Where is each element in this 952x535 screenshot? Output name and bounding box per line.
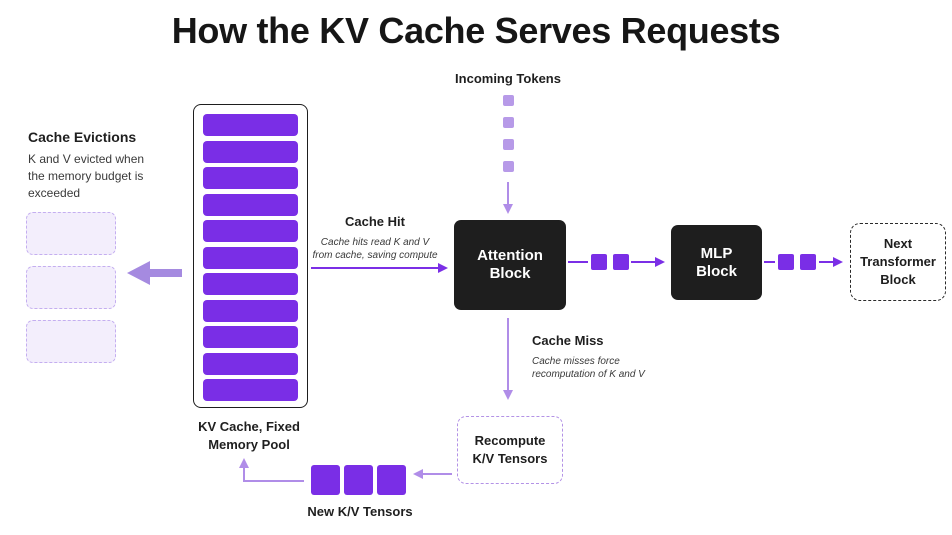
kv-cache-pool-label: KV Cache, Fixed Memory Pool xyxy=(178,418,320,454)
eviction-arrow xyxy=(127,261,182,285)
cache-slot xyxy=(203,273,298,295)
recompute-line: Recompute xyxy=(474,433,546,448)
attention-block-line: Attention xyxy=(477,247,543,264)
cache-slot xyxy=(203,247,298,269)
attention-block: Attention Block xyxy=(454,220,566,310)
next-transformer-block: Next Transformer Block xyxy=(850,223,946,301)
next-block-line: Transformer xyxy=(860,254,936,269)
incoming-token xyxy=(503,139,514,150)
cache-slot xyxy=(203,300,298,322)
cache-evictions-title: Cache Evictions xyxy=(28,129,137,145)
new-kv-tensor xyxy=(311,465,340,495)
token-square xyxy=(591,254,607,270)
eviction-desc-line: K and V evicted when xyxy=(28,152,145,166)
incoming-token xyxy=(503,161,514,172)
cache-hit-note-line: from cache, saving compute xyxy=(312,250,438,261)
cache-slot xyxy=(203,353,298,375)
incoming-tokens-label: Incoming Tokens xyxy=(455,71,561,86)
attention-block-line: Block xyxy=(489,265,531,282)
evicted-slot xyxy=(26,320,116,363)
cache-slot xyxy=(203,220,298,242)
page-title: How the KV Cache Serves Requests xyxy=(171,10,781,51)
mlp-block-line: Block xyxy=(696,262,737,280)
cache-miss-note-line: recomputation of K and V xyxy=(532,369,645,380)
next-block-line: Block xyxy=(880,272,916,287)
cache-slot xyxy=(203,379,298,401)
incoming-token xyxy=(503,95,514,106)
new-kv-tensor xyxy=(344,465,373,495)
token-square xyxy=(800,254,816,270)
new-kv-tensor xyxy=(377,465,406,495)
eviction-desc-line: exceeded xyxy=(28,186,81,200)
cache-slot xyxy=(203,167,298,189)
pool-label-line: Memory Pool xyxy=(208,437,290,452)
incoming-token xyxy=(503,117,514,128)
cache-miss-note-line: Cache misses force xyxy=(532,356,620,367)
cache-slot xyxy=(203,326,298,348)
new-kv-tensors-label: New K/V Tensors xyxy=(307,504,413,519)
next-block-line: Next xyxy=(883,236,913,251)
recompute-line: K/V Tensors xyxy=(472,451,548,466)
pool-label-line: KV Cache, Fixed xyxy=(198,419,300,434)
recompute-kv-box: Recompute K/V Tensors xyxy=(457,416,563,484)
newkv-to-pool-arrow xyxy=(239,458,304,482)
cache-miss-note: Cache misses force recomputation of K an… xyxy=(532,355,692,381)
cache-slot xyxy=(203,141,298,163)
token-square xyxy=(613,254,629,270)
cache-hit-note: Cache hits read K and V from cache, savi… xyxy=(305,236,445,262)
cache-miss-title: Cache Miss xyxy=(532,333,604,348)
mlp-block-line: MLP xyxy=(700,244,733,262)
mlp-block: MLP Block xyxy=(671,225,762,300)
cache-hit-title: Cache Hit xyxy=(345,214,405,229)
evicted-slot xyxy=(26,212,116,255)
cache-slot xyxy=(203,194,298,216)
cache-hit-note-line: Cache hits read K and V xyxy=(320,237,430,248)
cache-evictions-description: K and V evicted when the memory budget i… xyxy=(28,151,188,202)
cache-slot xyxy=(203,114,298,136)
evicted-slot xyxy=(26,266,116,309)
token-square xyxy=(778,254,794,270)
kv-cache-pool xyxy=(193,104,308,408)
eviction-desc-line: the memory budget is xyxy=(28,169,144,183)
